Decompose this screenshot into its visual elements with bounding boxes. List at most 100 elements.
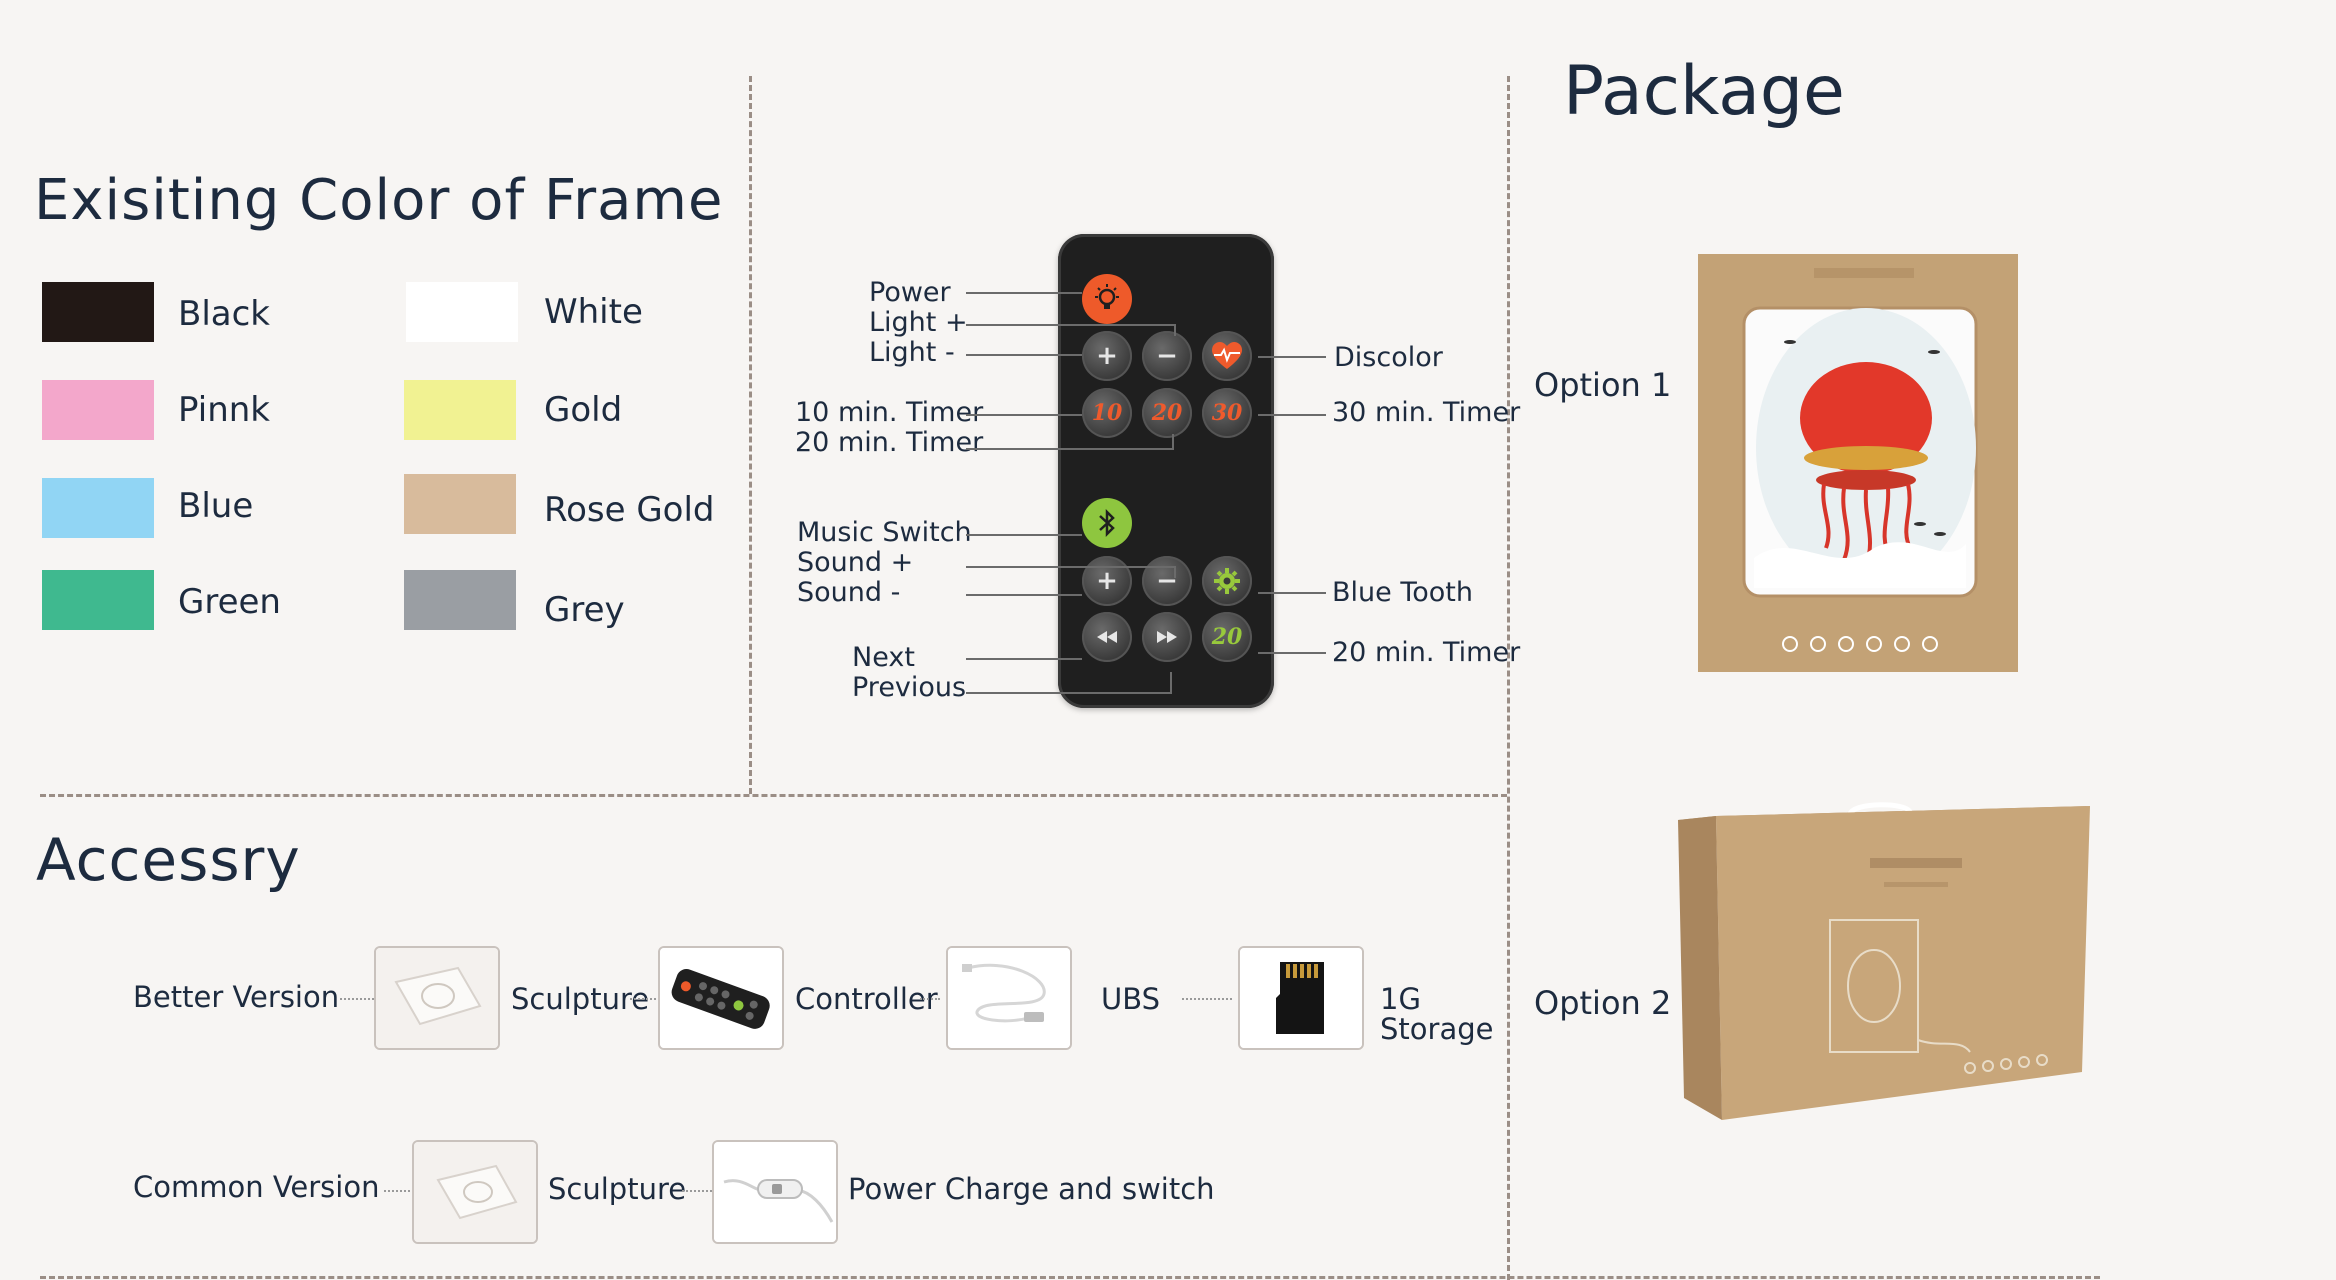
label-light-minus: Light - [869, 337, 955, 368]
leader-previous [966, 692, 1172, 694]
divider-horizontal-middle [40, 794, 1507, 797]
connector-dots [630, 998, 656, 1000]
label-next: Next [852, 642, 915, 673]
controller-label: Controller [795, 982, 938, 1016]
storage-label: Storage [1380, 1012, 1494, 1046]
timer-10-button: 10 [1082, 388, 1132, 438]
power-charge-label: Power Charge and switch [848, 1172, 1215, 1206]
timer-20-green-button: 20 [1202, 612, 1252, 662]
sd-card-image [1240, 948, 1362, 1048]
option-2-label: Option 2 [1534, 984, 1672, 1022]
rewind-icon [1097, 631, 1117, 643]
bluetooth-button [1202, 556, 1252, 606]
sculpture-image [414, 1142, 536, 1242]
color-name-green: Green [178, 582, 281, 622]
color-name-pink: Pinnk [178, 390, 270, 430]
usb-cable-image [948, 948, 1070, 1048]
gear-icon [1214, 568, 1240, 594]
heart-pulse-icon [1212, 342, 1242, 369]
connector-dots [682, 1190, 712, 1192]
label-30-min-timer: 30 min. Timer [1332, 397, 1521, 428]
usb-thumbnail [946, 946, 1072, 1050]
connector-dots [384, 1190, 410, 1192]
swatch-pink [42, 380, 154, 440]
leader-previous-rise [1170, 672, 1172, 694]
color-name-gold: Gold [544, 390, 623, 430]
sound-minus-button: − [1142, 556, 1192, 606]
swatch-black [42, 282, 154, 342]
next-button [1142, 612, 1192, 662]
leader-light-plus [966, 324, 1176, 326]
option-1-label: Option 1 [1534, 366, 1672, 404]
light-plus-button: + [1082, 331, 1132, 381]
leader-discolor [1258, 356, 1326, 358]
swatch-rose-gold [404, 474, 516, 534]
light-minus-button: − [1142, 331, 1192, 381]
bluetooth-icon [1099, 508, 1115, 538]
leader-light-plus-drop [1174, 324, 1176, 336]
connector-dots [340, 998, 374, 1000]
divider-vertical-right [1507, 76, 1510, 1280]
controller-image [660, 948, 782, 1048]
label-blue-tooth: Blue Tooth [1332, 577, 1473, 608]
label-music-switch: Music Switch [797, 517, 972, 548]
leader-10-min [966, 414, 1082, 416]
sculpture-thumbnail [374, 946, 500, 1050]
timer-20-button: 20 [1142, 388, 1192, 438]
leader-sound-plus-drop [1174, 566, 1176, 578]
music-switch-button [1082, 498, 1132, 548]
leader-light-minus [966, 354, 1082, 356]
better-version-label: Better Version [133, 980, 340, 1014]
package-section-title: Package [1563, 52, 1845, 131]
power-switch-image [714, 1142, 836, 1242]
previous-button [1082, 612, 1132, 662]
common-version-label: Common Version [133, 1170, 380, 1204]
swatch-gold [404, 380, 516, 440]
label-20-min-timer: 20 min. Timer [795, 427, 984, 458]
controller-thumbnail [658, 946, 784, 1050]
color-name-blue: Blue [178, 486, 254, 526]
leader-sound-plus [966, 566, 1176, 568]
connector-dots [1182, 998, 1232, 1000]
label-10-min-timer: 10 min. Timer [795, 397, 984, 428]
leader-20-min-rise [1172, 434, 1174, 450]
label-light-plus: Light + [869, 307, 968, 338]
swatch-grey [404, 570, 516, 630]
color-name-black: Black [178, 294, 270, 334]
discolor-button [1202, 331, 1252, 381]
common-sculpture-label: Sculpture [548, 1172, 687, 1206]
connector-dots [920, 998, 940, 1000]
label-sound-plus: Sound + [797, 547, 914, 578]
color-name-rose-gold: Rose Gold [544, 490, 715, 530]
sculpture-image [376, 948, 498, 1048]
leader-sound-minus [966, 594, 1082, 596]
label-previous: Previous [852, 672, 967, 703]
leader-next [966, 658, 1082, 660]
swatch-green [42, 570, 154, 630]
sculpture-label-1: Sculpture [511, 982, 650, 1016]
color-name-grey: Grey [544, 590, 625, 630]
accessory-section-title: Accessry [36, 826, 301, 894]
remote-controller: + − 10 20 30 + − [1058, 234, 1274, 708]
package-option-1-image [1698, 254, 2018, 672]
label-power: Power [869, 277, 951, 308]
ubs-label: UBS [1101, 982, 1161, 1016]
leader-30-min [1258, 414, 1326, 416]
power-switch-thumbnail [712, 1140, 838, 1244]
divider-horizontal-bottom [40, 1276, 2100, 1279]
color-section-title: Exisiting Color of Frame [34, 168, 724, 233]
swatch-blue [42, 478, 154, 538]
lightbulb-icon [1095, 284, 1119, 309]
timer-30-button: 30 [1202, 388, 1252, 438]
leader-20-min-right [1258, 652, 1326, 654]
leader-power [966, 292, 1082, 294]
label-sound-minus: Sound - [797, 577, 901, 608]
power-button [1082, 274, 1132, 324]
color-name-white: White [544, 292, 643, 332]
storage-size-label: 1G [1380, 982, 1421, 1016]
divider-vertical-middle [749, 76, 752, 794]
leader-20-min [966, 448, 1174, 450]
leader-blue-tooth [1258, 592, 1326, 594]
sound-plus-button: + [1082, 556, 1132, 606]
swatch-white [406, 282, 518, 342]
